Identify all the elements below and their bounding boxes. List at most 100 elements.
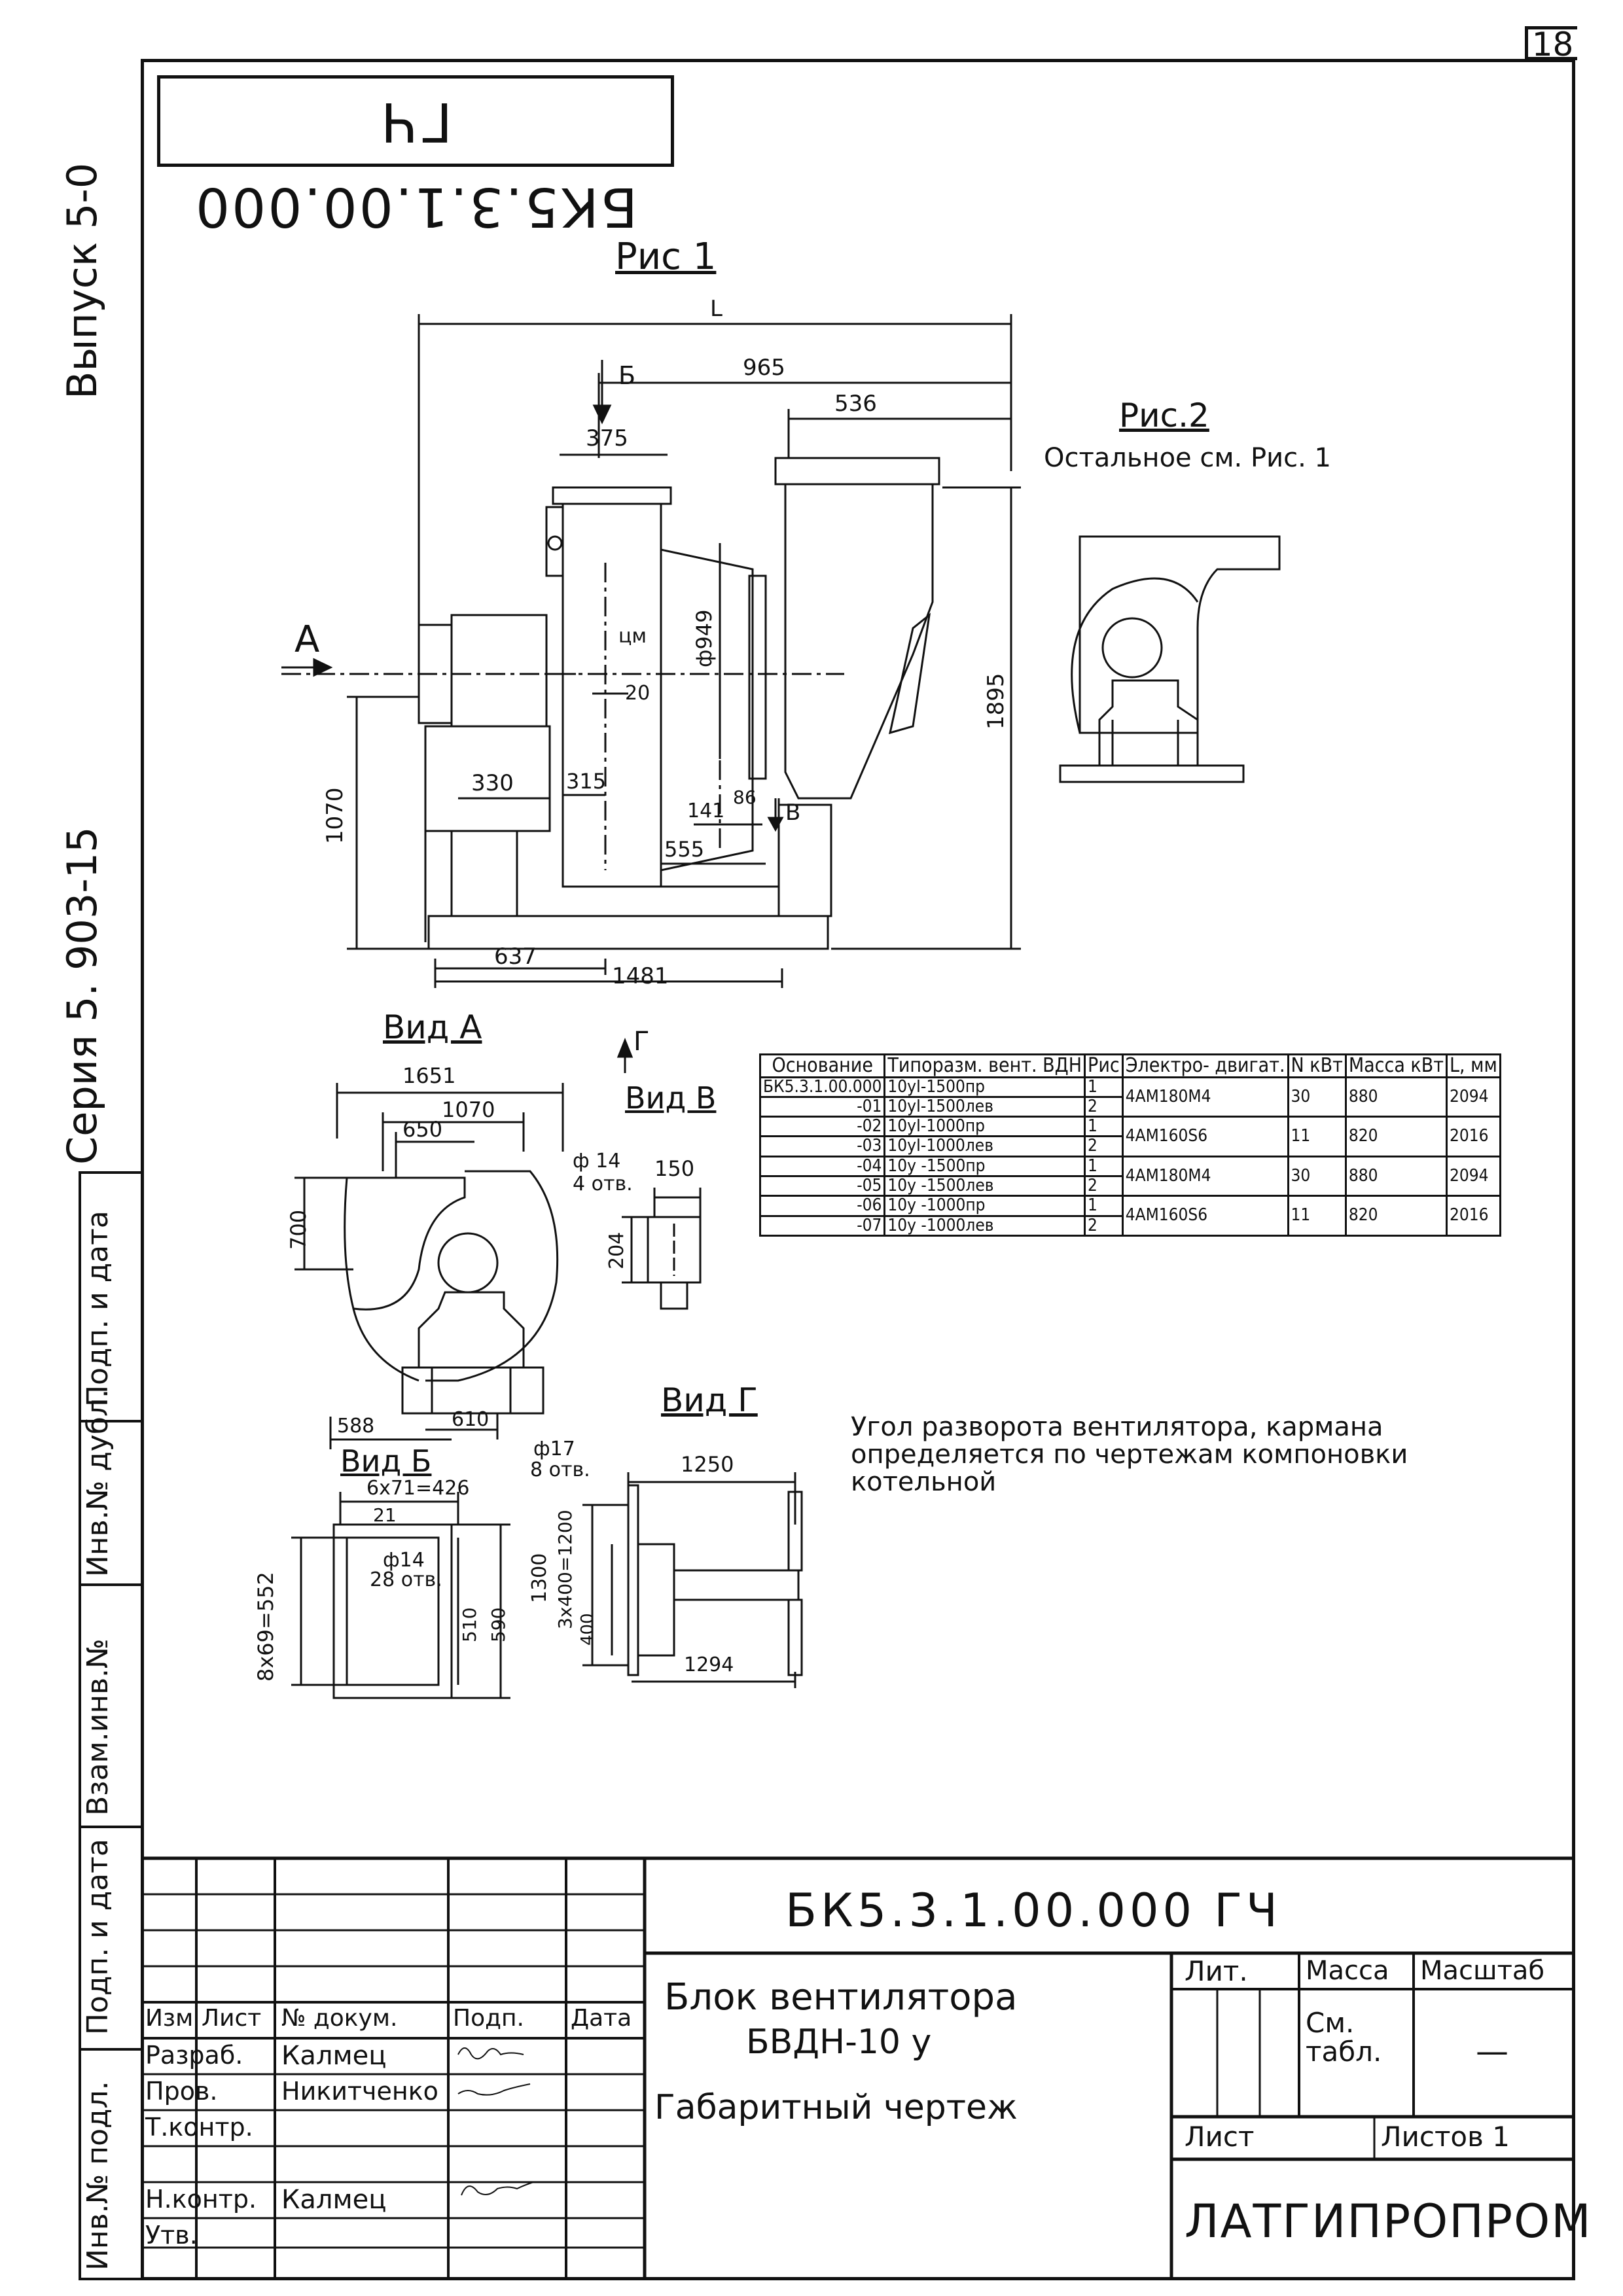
title-doc-type: Габаритный чертеж [654, 2088, 1018, 2127]
strip-cell [81, 1586, 143, 1828]
table-row: -03 10уI-1000лев 2 [758, 1135, 1501, 1157]
table-row: -06 10у -1000пр 1 4АМ160S6 11 820 2016 [758, 1195, 1501, 1237]
cell-base: БК5.3.1.00.000 [758, 1076, 886, 1098]
strip-cell [81, 1828, 143, 2051]
cell-motor: 4АМ180М4 [1121, 1076, 1289, 1118]
cell-fig: 1 [1084, 1195, 1124, 1217]
dim-650: 650 [402, 1117, 443, 1142]
table-row: БК5.3.1.00.000 10уI-1500пр 1 4АМ180М4 30… [758, 1076, 1501, 1118]
role-tech-control: Т.контр. [145, 2113, 253, 2142]
dim-637: 637 [494, 944, 537, 970]
cell-fig: 2 [1084, 1174, 1124, 1197]
view-b-holes: 28 отв. [370, 1568, 442, 1591]
cell-base: -05 [758, 1174, 886, 1197]
view-g-title: Вид Г [661, 1381, 758, 1419]
cell-base: -03 [758, 1135, 886, 1157]
role-approved: Утв. [145, 2221, 198, 2250]
lit-label: Лит. [1185, 1955, 1248, 1987]
cell-base: -04 [758, 1155, 886, 1177]
cell-fig: 2 [1084, 1095, 1124, 1118]
col-base: Основание [758, 1053, 886, 1078]
dim-1651: 1651 [402, 1063, 456, 1088]
col-length: L, мм [1445, 1053, 1501, 1078]
name-checker: Никитченко [281, 2077, 438, 2106]
dim-1294: 1294 [684, 1653, 734, 1676]
header-stamp-box: БК5.3.1.00.000 ГЧ [157, 75, 674, 238]
cell-fan: 10у -1000пр [883, 1195, 1086, 1217]
cell-base: -06 [758, 1195, 886, 1217]
title-name-line1: Блок вентилятора [664, 1976, 1018, 2019]
dim-141: 141 [687, 800, 725, 822]
cell-base: -02 [758, 1116, 886, 1138]
dim-150: 150 [654, 1156, 695, 1181]
mass-label: Масса [1306, 1956, 1389, 1986]
cell-motor: 4АМ180М4 [1121, 1155, 1289, 1197]
cell-fig: 2 [1084, 1214, 1124, 1237]
dim-1481: 1481 [612, 963, 669, 989]
dim-965: 965 [743, 355, 785, 381]
view-mark-b: Б [618, 361, 636, 390]
mass-value: См. табл. [1306, 2007, 1382, 2068]
col-motor: Электро- двигат. [1121, 1053, 1289, 1078]
dim-536: 536 [834, 391, 877, 417]
hdr-list: Лист [202, 2005, 262, 2032]
drawing-frame [141, 59, 1575, 2280]
dim-315: 315 [566, 769, 607, 794]
drawing-note: Угол разворота вентилятора, кармана опре… [851, 1412, 1408, 1497]
role-norm-control: Н.контр. [145, 2185, 257, 2214]
cell-base: -01 [758, 1095, 886, 1118]
scale-label: Масштаб [1420, 1956, 1545, 1986]
cell-fig: 1 [1084, 1155, 1124, 1177]
view-v-holes: 4 отв. [573, 1173, 633, 1195]
cell-fan: 10уI-1500лев [883, 1095, 1086, 1118]
scale-value: — [1476, 2032, 1508, 2070]
dim-375: 375 [586, 425, 628, 451]
view-b-title: Вид Б [340, 1443, 432, 1479]
cell-length: 2016 [1445, 1116, 1501, 1157]
view-b-phi14: ф14 [383, 1549, 425, 1572]
cell-motor: 4АМ160S6 [1121, 1116, 1289, 1157]
spec-header-row: Основание Типоразм. вент. ВДН Рис Электр… [758, 1053, 1501, 1078]
cell-power: 30 [1287, 1076, 1347, 1118]
view-g-phi17: ф17 [533, 1438, 575, 1460]
cell-mass: 820 [1344, 1116, 1448, 1157]
dim-588: 588 [337, 1415, 375, 1438]
view-mark-a: A [294, 618, 320, 661]
cell-length: 2094 [1445, 1076, 1501, 1118]
cell-power: 11 [1287, 1116, 1347, 1157]
dim-555: 555 [664, 837, 705, 862]
sheet-number: 18 [1525, 26, 1577, 61]
cell-motor: 4АМ160S6 [1121, 1195, 1289, 1237]
view-mark-g: Г [633, 1027, 650, 1057]
cell-mass: 820 [1344, 1195, 1448, 1237]
role-developer: Разраб. [145, 2041, 243, 2070]
role-checker: Пров. [145, 2077, 218, 2106]
hdr-izm: Изм [145, 2005, 194, 2032]
dim-21: 21 [373, 1504, 397, 1526]
fig1-title: Рис 1 [615, 236, 717, 278]
cell-fan: 10уI-1000лев [883, 1135, 1086, 1157]
view-v-phi14: ф 14 [573, 1150, 621, 1173]
spec-table: Основание Типоразм. вент. ВДН Рис Электр… [758, 1053, 1501, 1237]
dim-330: 330 [471, 770, 514, 796]
strip-cell [81, 1174, 143, 1422]
col-power: N кВт [1287, 1053, 1347, 1078]
cell-mass: 880 [1344, 1076, 1448, 1118]
hdr-sign: Подп. [453, 2005, 524, 2032]
title-name-line2: БВДН-10 у [746, 2022, 932, 2062]
hdr-doc: № докум. [281, 2005, 398, 2032]
cell-fan: 10уI-1500пр [883, 1076, 1086, 1098]
fig2-subtitle: Остальное см. Рис. 1 [1044, 443, 1331, 473]
table-row: -07 10у -1000лев 2 [758, 1214, 1501, 1237]
organization: ЛАТГИПРОПРОМ [1185, 2195, 1592, 2248]
col-fig: Рис [1084, 1053, 1124, 1078]
dim-1070-a: 1070 [442, 1097, 495, 1122]
sheets-label: Листов 1 [1381, 2121, 1510, 2153]
cell-fan: 10уI-1000пр [883, 1116, 1086, 1138]
view-v-title: Вид В [625, 1080, 717, 1116]
dim-20: 20 [625, 682, 651, 705]
cell-fan: 10у -1500лев [883, 1174, 1086, 1197]
center-mass-label: цм [618, 625, 647, 648]
